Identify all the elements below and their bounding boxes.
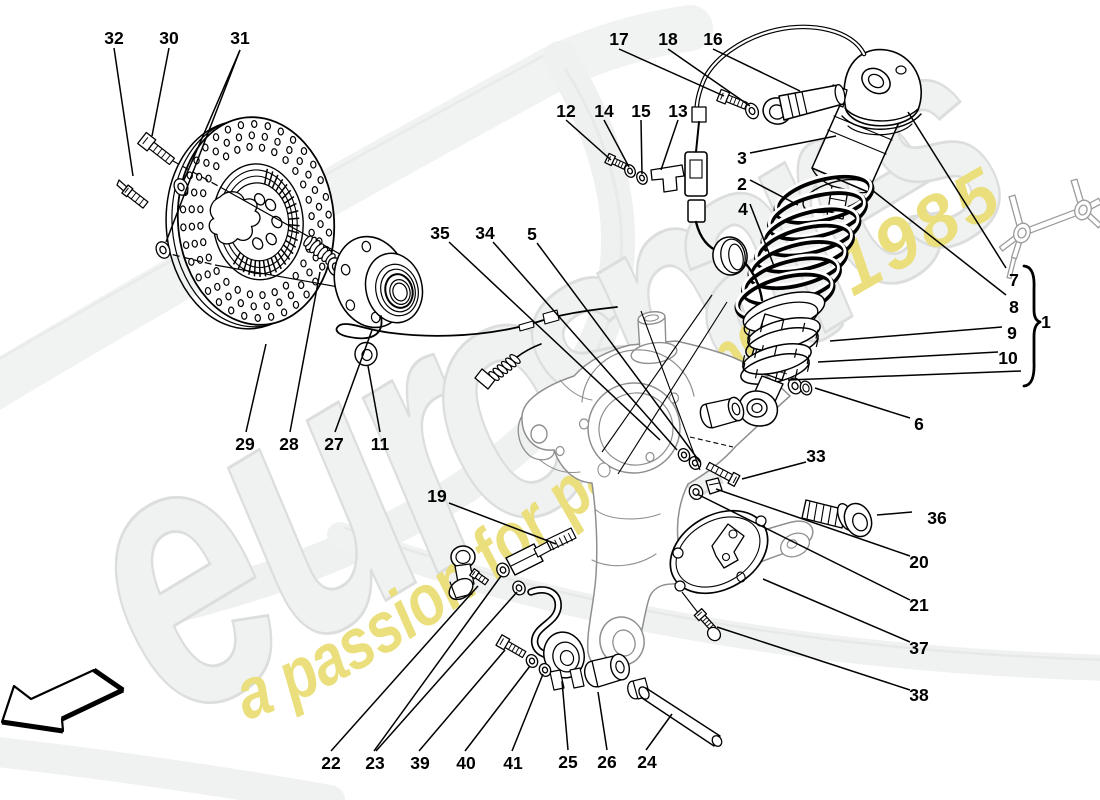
- svg-text:37: 37: [909, 638, 928, 658]
- svg-text:25: 25: [558, 752, 578, 772]
- svg-text:29: 29: [235, 434, 255, 454]
- svg-text:18: 18: [658, 29, 678, 49]
- svg-text:27: 27: [324, 434, 343, 454]
- svg-text:12: 12: [556, 101, 576, 121]
- svg-text:40: 40: [456, 753, 476, 773]
- svg-text:14: 14: [594, 101, 614, 121]
- svg-text:11: 11: [371, 434, 390, 454]
- svg-text:36: 36: [927, 508, 947, 528]
- svg-text:17: 17: [609, 29, 628, 49]
- svg-text:16: 16: [703, 29, 723, 49]
- svg-text:5: 5: [527, 224, 537, 244]
- svg-text:39: 39: [410, 753, 430, 773]
- svg-text:31: 31: [230, 28, 250, 48]
- svg-text:24: 24: [637, 752, 657, 772]
- svg-text:22: 22: [321, 753, 341, 773]
- svg-text:41: 41: [503, 753, 523, 773]
- svg-text:23: 23: [365, 753, 385, 773]
- svg-text:2: 2: [737, 174, 747, 194]
- svg-text:35: 35: [430, 223, 450, 243]
- svg-text:13: 13: [668, 101, 688, 121]
- svg-text:28: 28: [279, 434, 299, 454]
- svg-text:33: 33: [806, 446, 826, 466]
- svg-text:26: 26: [597, 752, 617, 772]
- svg-text:1: 1: [1041, 312, 1051, 332]
- svg-text:15: 15: [631, 101, 651, 121]
- svg-text:21: 21: [909, 595, 929, 615]
- svg-text:8: 8: [1009, 297, 1019, 317]
- svg-text:19: 19: [427, 486, 447, 506]
- svg-text:30: 30: [159, 28, 179, 48]
- svg-text:6: 6: [914, 414, 924, 434]
- svg-text:10: 10: [998, 348, 1018, 368]
- svg-text:34: 34: [475, 223, 495, 243]
- svg-text:20: 20: [909, 552, 929, 572]
- svg-text:38: 38: [909, 685, 929, 705]
- svg-text:9: 9: [1007, 323, 1017, 343]
- svg-text:7: 7: [1009, 270, 1019, 290]
- svg-text:32: 32: [104, 28, 124, 48]
- svg-text:4: 4: [738, 199, 748, 219]
- svg-text:3: 3: [737, 148, 747, 168]
